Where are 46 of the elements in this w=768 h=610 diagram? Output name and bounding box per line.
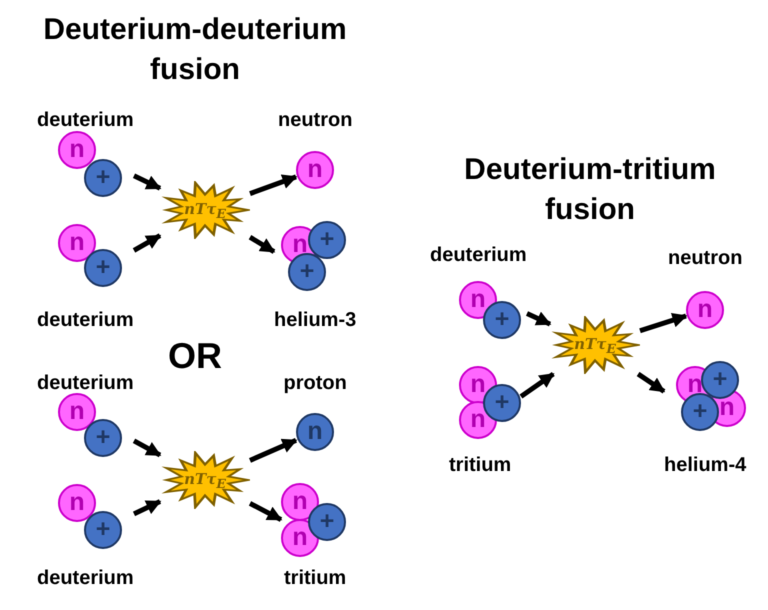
panel-title: Deuterium-tritium fusion bbox=[463, 152, 717, 228]
proton-circle: + bbox=[84, 511, 122, 549]
proton-circle: + bbox=[308, 503, 346, 541]
particle-label: neutron bbox=[668, 246, 742, 270]
arrow bbox=[639, 312, 688, 334]
neutron-circle: n bbox=[281, 483, 319, 521]
arrow bbox=[132, 174, 162, 191]
arrow bbox=[249, 174, 298, 196]
arrow bbox=[248, 235, 276, 254]
panel-title: Deuterium-deuterium fusion bbox=[42, 12, 348, 88]
proton-circle: + bbox=[483, 384, 521, 422]
nucleus-label: deuterium bbox=[37, 566, 134, 590]
proton-circle: + bbox=[84, 419, 122, 457]
neutron-circle: n bbox=[58, 224, 96, 262]
neutron-circle: n bbox=[296, 151, 334, 189]
nucleus-label: deuterium bbox=[37, 371, 134, 395]
nucleus-label: deuterium bbox=[430, 243, 527, 267]
proton-circle: + bbox=[288, 253, 326, 291]
proton-circle: + bbox=[681, 393, 719, 431]
arrow bbox=[636, 372, 666, 394]
proton-circle: + bbox=[483, 301, 521, 339]
nucleus-label: helium-3 bbox=[274, 308, 356, 332]
neutron-circle: n bbox=[686, 291, 724, 329]
arrow bbox=[520, 372, 555, 399]
proton-circle: + bbox=[84, 159, 122, 197]
particle-label: proton bbox=[284, 371, 347, 395]
arrow bbox=[132, 233, 162, 253]
neutron-circle: n bbox=[58, 393, 96, 431]
arrow bbox=[526, 311, 552, 326]
neutron-circle: n bbox=[58, 131, 96, 169]
nucleus-label: tritium bbox=[284, 566, 346, 590]
arrow bbox=[248, 501, 282, 522]
nucleus-label: tritium bbox=[449, 453, 512, 477]
proton-circle: n bbox=[296, 413, 334, 451]
particle-label: neutron bbox=[278, 108, 352, 132]
neutron-circle: n bbox=[58, 484, 96, 522]
proton-circle: + bbox=[308, 221, 346, 259]
arrow bbox=[132, 499, 162, 516]
nucleus-label: deuterium bbox=[37, 308, 134, 332]
separator-word: OR bbox=[167, 336, 223, 376]
arrow bbox=[132, 438, 162, 458]
proton-circle: + bbox=[84, 249, 122, 287]
nucleus-label: helium-4 bbox=[664, 453, 746, 477]
proton-circle: + bbox=[701, 361, 739, 399]
nucleus-label: deuterium bbox=[37, 108, 134, 132]
neutron-circle: n bbox=[459, 281, 497, 319]
